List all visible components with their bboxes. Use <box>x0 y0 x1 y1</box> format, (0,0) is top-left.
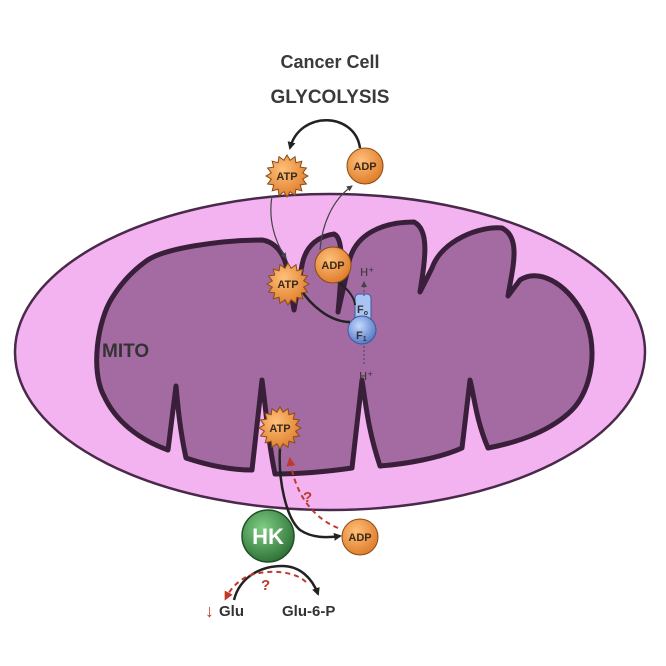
atp-molecule: ATP <box>266 262 310 306</box>
synthase-arrow-in <box>337 281 356 306</box>
atp-label: ATP <box>269 423 290 435</box>
question-mark-upper: ? <box>303 489 312 506</box>
adp-label: ADP <box>348 532 371 544</box>
decrease-arrow: ↓ <box>205 601 214 621</box>
glucose-6-phosphate-label: Glu-6-P <box>282 603 335 620</box>
atp-to-hk-arrow <box>278 447 342 541</box>
atp-shape <box>258 406 302 450</box>
atp-label: ATP <box>276 171 297 183</box>
adp-label: ADP <box>353 161 376 173</box>
glucose-label: Glu <box>219 603 244 620</box>
atp-shape <box>265 154 309 198</box>
atp-label: ATP <box>277 279 298 291</box>
mito-label: MITO <box>102 341 149 362</box>
question-mark-lower: ? <box>261 577 270 594</box>
adp-shape <box>346 147 384 185</box>
fo-label: Fo <box>357 304 368 317</box>
hexokinase-label: HK <box>252 524 284 549</box>
adp-export-arrow <box>319 185 353 251</box>
adp-to-atp-dashed-arrow <box>286 457 339 529</box>
glu-to-g6p-arrow <box>232 564 320 601</box>
molecules-layer: ATP ADP ATP ADP ATP ADP <box>258 147 384 556</box>
adp-label: ADP <box>321 260 344 272</box>
f1-label: F1 <box>356 330 367 343</box>
g6p-to-glu-dashed-arrow <box>224 570 307 601</box>
title-glycolysis: GLYCOLYSIS <box>271 87 390 108</box>
atp-import-arrow <box>270 195 287 259</box>
atp-molecule: ATP <box>258 406 302 450</box>
adp-shape <box>341 518 379 556</box>
glycolysis-arrow <box>287 119 362 150</box>
hexokinase-sphere <box>241 509 295 563</box>
atp-synthase: Fo F1 <box>347 293 377 345</box>
proton-top-label: H+ <box>360 266 374 279</box>
adp-molecule: ADP <box>346 147 384 185</box>
atp-molecule: ATP <box>265 154 309 198</box>
title-cancer-cell: Cancer Cell <box>280 52 379 72</box>
f1-subunit <box>347 315 377 345</box>
hexokinase: HK <box>241 509 295 563</box>
adp-shape <box>314 246 352 284</box>
proton-bottom-label: H+ <box>359 370 373 383</box>
adp-molecule: ADP <box>341 518 379 556</box>
adp-molecule: ADP <box>314 246 352 284</box>
atp-shape <box>266 262 310 306</box>
